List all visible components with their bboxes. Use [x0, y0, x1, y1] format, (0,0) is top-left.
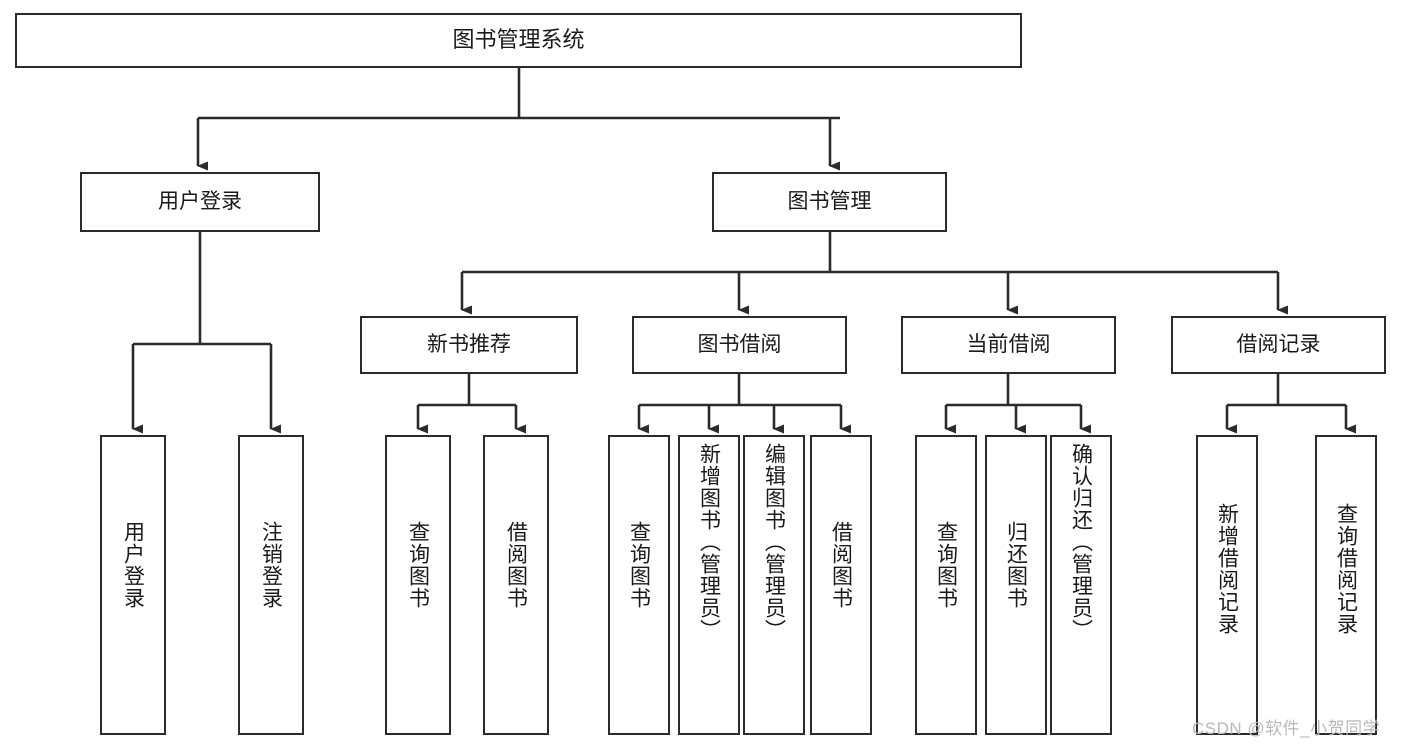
- node-leaf-borrow-book-label: 借阅图书: [829, 521, 853, 609]
- node-book-borrow[interactable]: 图书借阅: [632, 316, 847, 374]
- node-book-manage-label: 图书管理: [787, 190, 872, 214]
- node-book-manage[interactable]: 图书管理: [712, 172, 947, 232]
- node-leaf-user-login[interactable]: 用户登录: [100, 435, 166, 735]
- node-leaf-user-login-label: 用户登录: [121, 521, 145, 609]
- node-leaf-query-book-cur[interactable]: 查询图书: [915, 435, 977, 735]
- node-current-borrow[interactable]: 当前借阅: [901, 316, 1116, 374]
- node-user-login[interactable]: 用户登录: [80, 172, 320, 232]
- node-leaf-logout-label: 注销登录: [259, 521, 283, 609]
- node-new-book-rec[interactable]: 新书推荐: [360, 316, 578, 374]
- node-leaf-query-book-borrow-label: 查询图书: [627, 521, 651, 609]
- node-root-label: 图书管理系统: [452, 27, 585, 53]
- node-borrow-record-label: 借阅记录: [1236, 333, 1321, 357]
- node-leaf-query-book-rec[interactable]: 查询图书: [385, 435, 451, 735]
- node-leaf-add-record-label: 新增借阅记录: [1215, 503, 1239, 635]
- node-leaf-add-record[interactable]: 新增借阅记录: [1196, 435, 1258, 735]
- node-leaf-query-book-cur-label: 查询图书: [934, 521, 958, 609]
- node-root[interactable]: 图书管理系统: [15, 13, 1022, 68]
- node-leaf-borrow-book-rec-label: 借阅图书: [504, 521, 528, 609]
- node-leaf-add-book[interactable]: 新增图书（管理员）: [678, 435, 740, 735]
- node-leaf-logout[interactable]: 注销登录: [238, 435, 304, 735]
- watermark-text: CSDN @软件_小贺同学: [1192, 719, 1381, 738]
- node-leaf-borrow-book-rec[interactable]: 借阅图书: [483, 435, 549, 735]
- node-leaf-add-book-label: 新增图书（管理员）: [697, 443, 721, 641]
- node-user-login-label: 用户登录: [158, 190, 242, 214]
- node-leaf-borrow-book[interactable]: 借阅图书: [810, 435, 872, 735]
- node-book-borrow-label: 图书借阅: [697, 333, 782, 357]
- node-leaf-query-book-borrow[interactable]: 查询图书: [608, 435, 670, 735]
- node-leaf-edit-book[interactable]: 编辑图书（管理员）: [743, 435, 805, 735]
- node-leaf-confirm-return[interactable]: 确认归还（管理员）: [1050, 435, 1112, 735]
- node-leaf-query-record[interactable]: 查询借阅记录: [1315, 435, 1377, 735]
- node-current-borrow-label: 当前借阅: [966, 333, 1051, 357]
- node-leaf-query-record-label: 查询借阅记录: [1334, 503, 1358, 635]
- node-leaf-edit-book-label: 编辑图书（管理员）: [762, 443, 786, 641]
- node-new-book-rec-label: 新书推荐: [427, 333, 511, 357]
- node-leaf-confirm-return-label: 确认归还（管理员）: [1069, 443, 1093, 641]
- node-leaf-return-book[interactable]: 归还图书: [985, 435, 1047, 735]
- node-leaf-return-book-label: 归还图书: [1004, 521, 1028, 609]
- node-borrow-record[interactable]: 借阅记录: [1171, 316, 1386, 374]
- node-leaf-query-book-rec-label: 查询图书: [406, 521, 430, 609]
